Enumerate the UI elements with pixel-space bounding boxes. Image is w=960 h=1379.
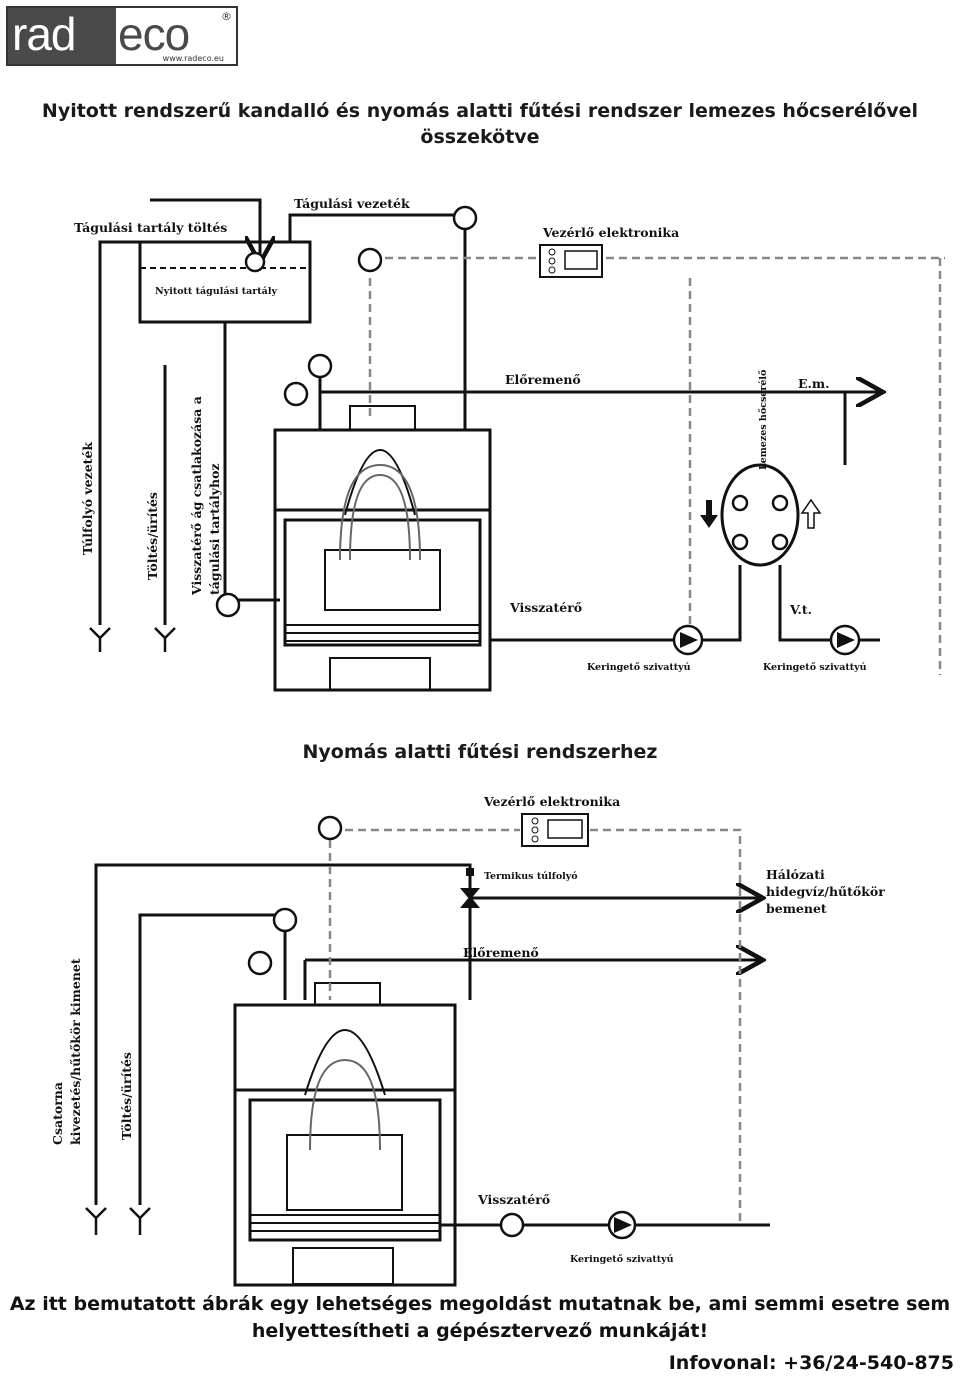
exchanger-up-arrow: [800, 498, 822, 529]
radeco-logo: rad eco ® www.radeco.eu: [6, 6, 238, 66]
diagram-pressurized-system: Vezérlő elektronika Termikus túlfolyó Há…: [50, 794, 885, 1287]
disclaimer-line-2: helyettesítheti a gépésztervező munkáját…: [251, 1320, 709, 1342]
flow-sensor-top: [307, 353, 333, 379]
logo-registered-mark: ®: [221, 10, 232, 23]
label-flow: Előremenő: [505, 372, 581, 387]
label-em: E.m.: [798, 376, 829, 391]
overflow-drain-y: [89, 627, 111, 652]
disclaimer: Az itt bemutatott ábrák egy lehetséges m…: [0, 1291, 960, 1345]
label-return-branch-2: tágulási tartályhoz: [207, 463, 222, 595]
logo-rad-text: rad: [8, 8, 116, 64]
label-expansion-pipe: Tágulási vezeték: [294, 196, 410, 211]
label-return: Visszatérő: [509, 600, 582, 615]
label-fill-drain: Töltés/ürítés: [145, 492, 160, 580]
open-expansion-tank: [138, 240, 312, 324]
label-mains-2: hidegvíz/hűtőkör: [766, 884, 885, 899]
drain-outlet-pipe: [94, 863, 472, 1205]
flow-sensor-2: [247, 950, 273, 976]
label-overflow-pipe: Túlfolyó vezeték: [80, 442, 95, 555]
fill-drain-y-2: [129, 1207, 151, 1235]
label-controller: Vezérlő elektronika: [542, 225, 679, 240]
label-flow-2: Előremenő: [463, 945, 539, 960]
label-drain-1: Csatorna: [50, 1082, 65, 1145]
diagram-open-system: Tágulási tartály töltés Tágulási vezeték…: [74, 196, 945, 692]
info-phone: Infovonal: +36/24-540-875: [668, 1352, 954, 1374]
label-drain-2: kivezetés/hűtőkör kimenet: [68, 958, 83, 1145]
controller-sensor: [357, 247, 383, 273]
plate-heat-exchanger: [720, 463, 800, 567]
drain-y-2: [85, 1207, 107, 1235]
label-fill-drain-2: Töltés/ürítés: [119, 1052, 134, 1140]
label-pump-2: Keringető szivattyú: [570, 1254, 674, 1265]
logo-eco-text: eco: [118, 8, 190, 60]
expansion-pipe: [288, 213, 467, 430]
page-title: Nyitott rendszerű kandalló és nyomás ala…: [41, 100, 919, 148]
controller-box-1: [539, 244, 603, 278]
label-open-expansion-tank: Nyitott tágulási tartály: [155, 286, 277, 297]
tank-sensor: [244, 251, 266, 273]
label-pump-left: Keringető szivattyú: [587, 662, 691, 673]
return-sensor: [215, 592, 241, 618]
label-pump-right: Keringető szivattyú: [763, 662, 867, 673]
expansion-sensor: [452, 205, 478, 231]
fill-sensor-2: [272, 907, 298, 933]
label-mains-1: Hálózati: [766, 867, 825, 882]
fill-drain-pipe-2: [138, 913, 287, 1205]
thermal-valve-top: [460, 888, 480, 900]
tank-fill-pipe: [150, 198, 260, 260]
label-return-branch-1: Visszatérő ág csatlakozása a: [189, 396, 204, 596]
label-plate-exchanger: Lemezes hőcserélő: [758, 370, 769, 470]
flow-sensor-side: [283, 381, 309, 407]
label-thermal-overflow: Termikus túlfolyó: [484, 871, 578, 882]
controller-sensor-2: [317, 815, 343, 841]
controller-box-2: [521, 813, 589, 847]
fill-drain-y: [154, 627, 176, 652]
return-pipe: [490, 565, 742, 642]
label-vt: V.t.: [789, 602, 812, 617]
overflow-pipe: [98, 240, 225, 625]
fireplace-body: [273, 428, 492, 692]
return-sensor-2: [499, 1212, 525, 1238]
label-controller-2: Vezérlő elektronika: [483, 794, 620, 809]
label-expansion-tank-fill: Tágulási tartály töltés: [74, 220, 227, 235]
logo-url: www.radeco.eu: [162, 54, 224, 63]
label-return-2: Visszatérő: [477, 1192, 550, 1207]
fireplace-body-2: [233, 1003, 457, 1287]
exchanger-down-arrow: [700, 500, 718, 528]
label-mains-3: bemenet: [766, 901, 827, 916]
disclaimer-line-1: Az itt bemutatott ábrák egy lehetséges m…: [9, 1293, 951, 1315]
section-subtitle: Nyomás alatti fűtési rendszerhez: [302, 741, 658, 763]
